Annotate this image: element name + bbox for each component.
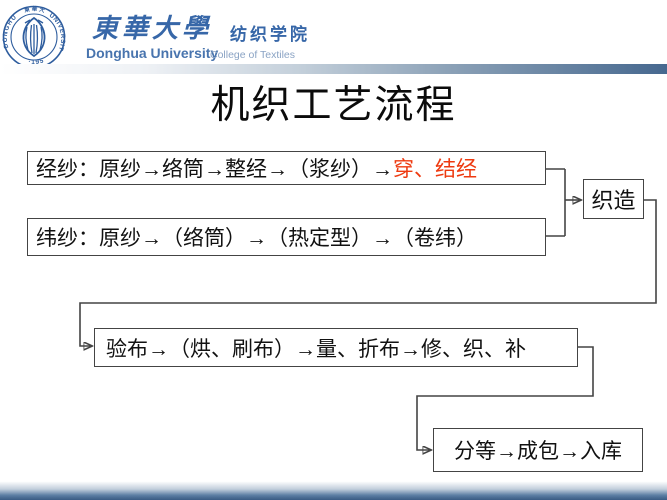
flow-box-warp-yarn: 经纱：原纱→络筒→整经→（浆纱）→穿、结经 xyxy=(27,151,546,185)
flow-box-weft-yarn: 纬纱：原纱→（络筒）→（热定型）→（卷纬） xyxy=(27,218,546,256)
connector-inspection-to-grading xyxy=(416,346,594,450)
university-name-english: Donghua University xyxy=(86,45,219,61)
logo-shuttle-motif xyxy=(22,16,46,58)
footer-gradient-bar xyxy=(0,476,667,500)
flow-box-weaving: 织造 xyxy=(583,179,644,219)
page-title: 机织工艺流程 xyxy=(210,84,457,127)
warp-highlight-text: 穿、结经 xyxy=(393,157,477,181)
grading-process-text: 分等→成包→入库 xyxy=(454,439,622,463)
inspection-process-text: 验布→（烘、刷布）→量、折布→修、织、补 xyxy=(106,336,526,361)
donghua-university-logo-icon: DONGHUA 東華大學 UNIVERSITY ·1951· xyxy=(1,5,66,69)
college-name-english: College of Textiles xyxy=(210,49,296,61)
connector-weaving-to-inspection xyxy=(79,199,657,346)
weaving-text: 织造 xyxy=(591,188,636,213)
header-divider-bar xyxy=(0,64,667,74)
warp-process-text: 经纱：原纱→络筒→整经→（浆纱）→ xyxy=(36,157,393,181)
weft-process-text: 纬纱：原纱→（络筒）→（热定型）→（卷纬） xyxy=(36,226,477,250)
slide-header: DONGHUA 東華大學 UNIVERSITY ·1951· 東華 xyxy=(0,0,667,69)
flow-box-inspection: 验布→（烘、刷布）→量、折布→修、织、补 xyxy=(94,328,578,367)
flow-box-grading-packing: 分等→成包→入库 xyxy=(433,428,643,472)
college-name-chinese: 纺织学院 xyxy=(230,25,310,44)
